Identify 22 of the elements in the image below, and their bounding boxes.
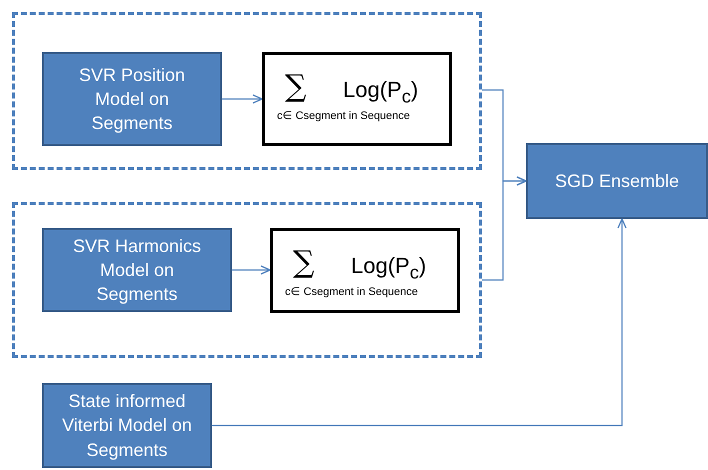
process-box [42, 383, 212, 468]
box-label: SGD Ensemble [554, 170, 680, 193]
summation-index-text: c∈ Csegment in Sequence [285, 285, 418, 298]
arrow [222, 94, 263, 104]
formula-box [262, 52, 452, 146]
summation-symbol: ∑ [293, 245, 314, 280]
arrow [232, 265, 271, 275]
box-label: SVR Position Model on Segments [78, 64, 186, 136]
summation-symbol: ∑ [285, 69, 306, 104]
process-box [42, 52, 222, 146]
arrow [482, 176, 527, 281]
dashed-group-box [12, 12, 482, 170]
arrow [212, 218, 627, 426]
formula-box [270, 228, 460, 313]
log-probability-text: Log(P$_{c}$) [351, 253, 426, 284]
process-box [42, 228, 232, 312]
dashed-group-box [12, 202, 482, 358]
box-label: State informed Viterbi Model on Segments [61, 390, 193, 462]
box-label: SVR Harmonics Model on Segments [72, 234, 202, 306]
process-box [526, 143, 708, 219]
log-probability-text: Log(P$_{c}$) [343, 77, 418, 108]
summation-index-text: c∈ Csegment in Sequence [277, 109, 410, 122]
